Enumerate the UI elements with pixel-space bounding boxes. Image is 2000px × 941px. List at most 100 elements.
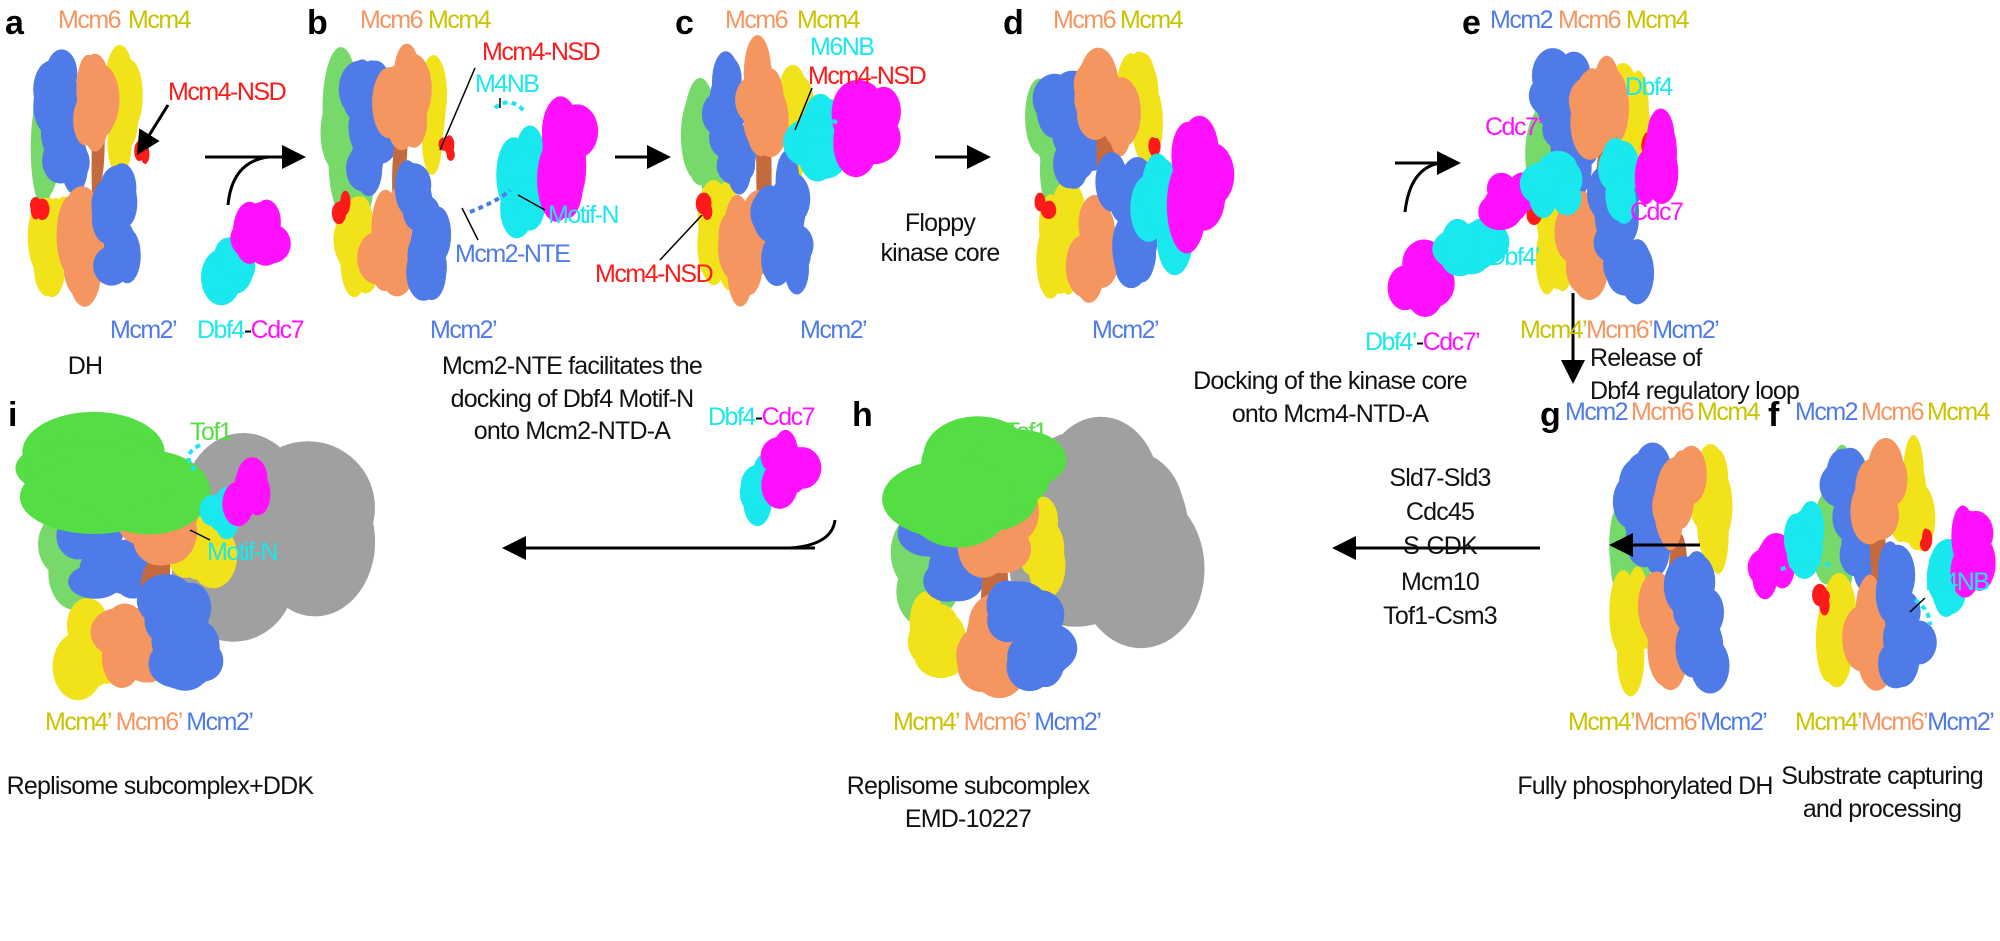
mcm6-prime-density [1554, 191, 1609, 301]
label-mcm-primes: Mcm4’Mcm6’Mcm2’ [1795, 708, 1995, 736]
label-mcm2-prime: Mcm2’ [110, 316, 178, 344]
cdc7-density-lobe [761, 461, 798, 509]
label-dbf4p-cdc7p: Dbf4’-Cdc7’ [1365, 328, 1481, 356]
dbf4-density-lobe [1465, 217, 1499, 269]
label-mcm4: Mcm4 [128, 6, 192, 34]
mcm2-density-lobe [1068, 130, 1096, 179]
mcm6-density-lobe [743, 97, 778, 149]
label-mcm-primes: Mcm4’ Mcm6’ Mcm2’ [45, 708, 254, 736]
tof1-dotted-loop [186, 443, 201, 472]
mcm4-nsd-density [331, 190, 351, 225]
mcm2-prime-density [1593, 222, 1655, 305]
label-mcm-primes: Mcm4’ Mcm6’ Mcm2’ [893, 710, 1102, 735]
factor: Mcm10 [1401, 568, 1480, 596]
mcm6-density-lobe [1107, 80, 1133, 157]
mcm2-prime-density-lobe [1688, 621, 1714, 676]
mcm2-density [1052, 105, 1109, 190]
label-dash: - [754, 403, 763, 431]
dbf4-density-lobe [1440, 218, 1475, 271]
mcm4-prime-density-lobe [333, 211, 366, 268]
label-cdc7: Cdc7 [1630, 198, 1684, 226]
label-dbf4: Dbf4 [708, 403, 756, 431]
label-mcm2-prime: Mcm2’ [1652, 316, 1720, 344]
caption-b: Mcm2-NTE facilitates the docking of Dbf4… [442, 350, 703, 448]
mcm4-nsd-density [1812, 583, 1830, 616]
label-mcm6-prime: Mcm6’ [1586, 316, 1654, 344]
mcm-green-density-lobe [320, 94, 354, 171]
caption-line: kinase core [880, 239, 1000, 267]
mcm4-nsd-density [1034, 192, 1057, 219]
factors-below: Mcm10 Tof1-Csm3 [1383, 566, 1497, 634]
label-dash: - [243, 316, 252, 344]
label-floppy-kinase-core: Floppy kinase core [880, 208, 1000, 268]
mcm4-nsd-density-lobe [340, 190, 351, 214]
dbf4-density-lobe [199, 494, 225, 526]
m4nb-pointer-f [1909, 597, 1926, 613]
mcm2-prime-density-lobe [1900, 620, 1937, 665]
label-mcm6: Mcm6 [725, 6, 789, 34]
mcm6-density-lobe [1855, 458, 1889, 519]
mcm2-prime-density [1877, 609, 1937, 689]
nsd-pointer-c2 [659, 214, 703, 261]
mcm2-prime-density-lobe [1017, 622, 1078, 674]
caption-line: Substrate capturing [1781, 762, 1983, 790]
mcm4-density [1018, 496, 1066, 598]
label-mcm4-nsd-lower: Mcm4-NSD [595, 260, 714, 288]
label-mcm4: Mcm4 [1626, 6, 1690, 34]
label-dbf4-cdc7: Dbf4-Cdc7 [708, 403, 816, 431]
mcm6-prime-density [357, 186, 415, 297]
mcm4-nsd-density-lobe [697, 192, 712, 214]
label-mcm2-prime: Mcm2’ [430, 316, 498, 344]
mcm6-density-lobe [1592, 67, 1630, 148]
cdc7-density-lobe [1397, 262, 1439, 295]
cdc7-density-lobe [1478, 192, 1524, 227]
dbf4-density-lobe [1789, 534, 1820, 579]
caption-line: and processing [1802, 794, 1962, 823]
caption-a: DH [67, 352, 103, 380]
label-mcm4-nsd: Mcm4-NSD [482, 38, 601, 66]
label-mcm4-prime: Mcm4’ [1520, 316, 1588, 344]
dbf4-density-lobe [1605, 168, 1635, 221]
factor: Tof1-Csm3 [1383, 601, 1497, 630]
label-mcm2: Mcm2 [1490, 6, 1554, 34]
label-mcm6: Mcm6 [1631, 398, 1695, 426]
caption-f: Substrate capturing and processing [1781, 760, 1983, 825]
label-mcm6-prime: Mcm6’ [115, 708, 183, 736]
dbf4-density-lobe [1552, 180, 1582, 216]
mcm2-density-lobe [45, 118, 73, 166]
mcm2-density-lobe [708, 116, 744, 159]
caption-line: Release of [1590, 344, 1702, 372]
label-cdc7-prime: Cdc7’ [1485, 113, 1543, 141]
cdc7-density [537, 96, 599, 222]
mcm4-prime-density [1609, 566, 1664, 697]
mcm6-prime-density-lobe [103, 603, 147, 661]
label-tof1: Tof1 [1005, 418, 1048, 446]
label-dbf4-prime: Dbf4’ [1365, 328, 1417, 356]
nte-dotted-loop [469, 188, 512, 214]
label-mcm4-prime: Mcm4’ [1568, 708, 1636, 736]
mcm6-prime-density-lobe [1842, 605, 1882, 672]
mcm2-prime-density [93, 206, 141, 286]
label-motif-n: Motif-N [207, 538, 279, 566]
mcm4-prime-density-lobe [907, 616, 958, 668]
curve-arrow-a [226, 155, 269, 206]
label-mcm4-prime: Mcm4’ [1795, 708, 1863, 736]
cdc7-density [1950, 505, 1996, 598]
label-cdc7: Cdc7 [250, 316, 305, 344]
dbf4-density [1432, 217, 1510, 277]
caption-line: EMD-10227 [904, 804, 1032, 833]
mcm6-density-lobe [1675, 445, 1707, 504]
mcm4-density-lobe [1902, 435, 1924, 517]
mcm2-density [40, 102, 90, 195]
motifn-pointer-i [189, 529, 211, 541]
mcm2-prime-density-lobe [769, 215, 793, 272]
cdc7-density-lobe [252, 199, 281, 245]
mcm6-density [1568, 55, 1630, 160]
mcm6-density [372, 43, 432, 151]
cdc7-density [1634, 108, 1679, 205]
cdc7-density [222, 457, 271, 527]
tof1-density [15, 411, 211, 535]
label-cdc7-prime: Cdc7’ [1422, 328, 1481, 356]
label-mcm-primes: Mcm4’Mcm6’Mcm2’ [1520, 316, 1720, 344]
